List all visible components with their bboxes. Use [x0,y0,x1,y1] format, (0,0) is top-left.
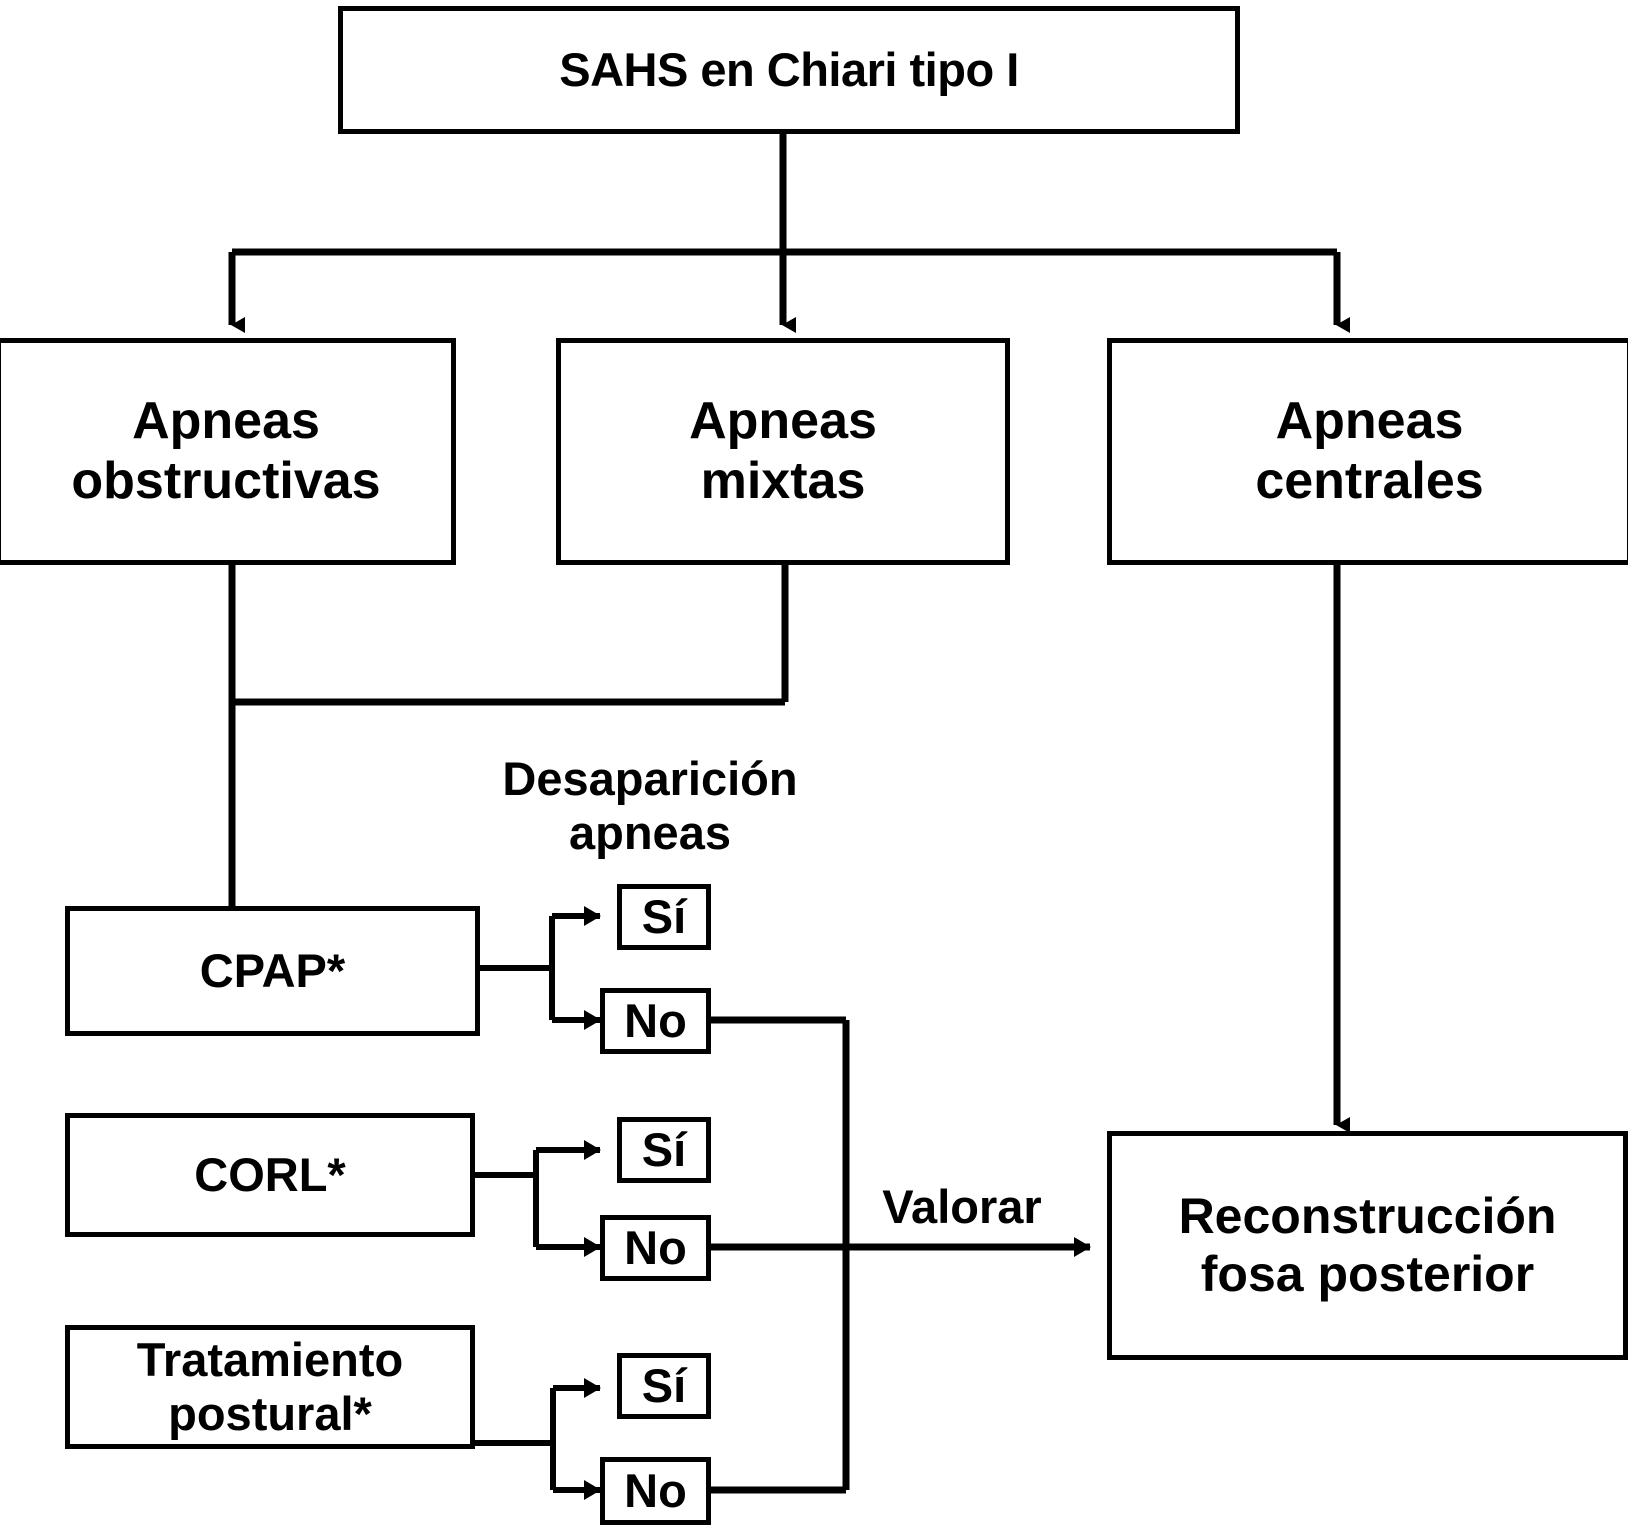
node-cpap-si[interactable]: Sí [617,884,711,950]
edge-corl-outcomes [475,1140,601,1257]
edge-mixtas-merge-obstructivas [228,565,789,928]
edge-root-to-level2 [228,134,1350,333]
node-corl-si[interactable]: Sí [617,1117,711,1183]
node-postural-no-label: No [624,1463,687,1517]
node-postural-si[interactable]: Sí [617,1353,711,1419]
node-apneas-mixtas[interactable]: Apneas mixtas [556,338,1010,565]
node-corl-label: CORL* [194,1147,346,1201]
node-cpap[interactable]: CPAP* [65,906,480,1036]
edge-postural-outcomes [475,1378,601,1500]
node-corl[interactable]: CORL* [65,1113,475,1237]
node-apneas-centrales-label: Apneas centrales [1255,391,1484,510]
label-valorar: Valorar [882,1180,1042,1233]
label-desaparicion-apneas: Desaparición apneas [502,752,798,860]
node-postural-si-label: Sí [641,1358,687,1412]
edge-no-collector [711,1016,1091,1494]
node-cpap-no-label: No [624,993,687,1047]
node-corl-no-label: No [624,1220,687,1274]
node-apneas-mixtas-label: Apneas mixtas [689,391,877,510]
node-cpap-label: CPAP* [199,943,346,997]
node-apneas-obstructivas-label: Apneas obstructivas [71,391,381,510]
node-tratamiento-postural[interactable]: Tratamiento postural* [65,1325,475,1449]
node-reconstruccion-fosa-posterior-label: Reconstrucción fosa posterior [1178,1188,1557,1302]
node-cpap-si-label: Sí [641,889,687,943]
node-postural-no[interactable]: No [600,1457,711,1525]
edge-cpap-outcomes [478,906,601,1030]
node-corl-no[interactable]: No [600,1215,711,1281]
node-sahs-chiari[interactable]: SAHS en Chiari tipo I [338,6,1240,134]
node-apneas-obstructivas[interactable]: Apneas obstructivas [0,338,456,565]
node-cpap-no[interactable]: No [600,988,711,1054]
node-corl-si-label: Sí [641,1122,687,1176]
node-sahs-chiari-label: SAHS en Chiari tipo I [559,42,1019,96]
node-reconstruccion-fosa-posterior[interactable]: Reconstrucción fosa posterior [1107,1131,1628,1360]
node-tratamiento-postural-label: Tratamiento postural* [136,1332,404,1440]
node-apneas-centrales[interactable]: Apneas centrales [1107,338,1628,565]
